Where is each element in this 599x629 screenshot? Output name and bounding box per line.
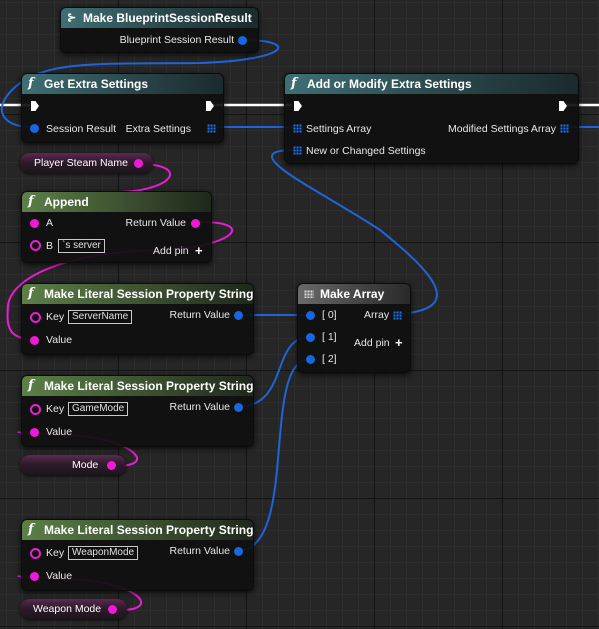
make-struct-icon: ⊱ (67, 11, 77, 24)
make-literal-session-property-string-node-2[interactable]: f Make Literal Session Property String K… (21, 375, 254, 447)
make-literal-session-property-string-node-1[interactable]: f Make Literal Session Property String K… (21, 283, 254, 355)
value-label: Value (46, 426, 73, 438)
node-header[interactable]: ⊱ Make BlueprintSessionResult (61, 8, 258, 28)
function-icon: f (28, 76, 34, 91)
modified-settings-array-label: Modified Settings Array (448, 123, 556, 135)
array-to-changed-wire (271, 149, 438, 315)
weapon-mode-variable[interactable]: Weapon Mode (20, 599, 127, 619)
index-2-label: [ 2] (322, 353, 337, 365)
session-result-wire (0, 39, 280, 129)
node-title: Append (44, 195, 89, 209)
value-pin[interactable] (30, 572, 39, 581)
function-icon: f (28, 194, 34, 209)
literal3-to-array-wire (236, 358, 311, 552)
return-value-label: Return Value (169, 309, 230, 321)
return-value-label: Return Value (169, 545, 230, 557)
function-icon: f (28, 522, 34, 537)
node-header[interactable]: f Add or Modify Extra Settings (285, 74, 578, 94)
make-array-node[interactable]: Make Array [ 0] Array [ 1] Add pin + [ 2… (297, 283, 411, 373)
value-pin[interactable] (30, 428, 39, 437)
key-label: Key (46, 311, 65, 323)
node-header[interactable]: f Append (22, 192, 211, 212)
return-value-label: Return Value (125, 217, 186, 229)
player-steam-name-variable[interactable]: Player Steam Name (20, 153, 153, 173)
return-value-pin[interactable] (234, 311, 243, 320)
plus-icon[interactable]: + (195, 243, 203, 258)
index-0-pin[interactable] (306, 311, 315, 320)
array-output-pin[interactable] (393, 311, 402, 320)
node-header[interactable]: Make Array (298, 284, 410, 304)
session-result-label: Session Result (46, 123, 117, 135)
append-node[interactable]: f Append A Return Value B `s server Add … (21, 191, 212, 263)
key-input[interactable]: GameMode (68, 402, 129, 416)
index-0-label: [ 0] (322, 309, 337, 321)
return-value-pin[interactable] (234, 403, 243, 412)
node-title: Make Array (320, 287, 385, 301)
add-pin-label[interactable]: Add pin (354, 337, 390, 349)
function-icon: f (291, 76, 297, 91)
return-value-pin[interactable] (234, 547, 243, 556)
make-literal-session-property-string-node-3[interactable]: f Make Literal Session Property String K… (21, 519, 254, 591)
key-input[interactable]: ServerName (68, 310, 133, 324)
node-title: Make Literal Session Property String (44, 379, 253, 393)
key-label: Key (46, 403, 65, 415)
key-pin[interactable] (30, 312, 41, 323)
add-or-modify-extra-settings-node[interactable]: f Add or Modify Extra Settings Settings … (284, 73, 579, 164)
key-pin[interactable] (30, 404, 41, 415)
mode-pin[interactable] (107, 461, 116, 470)
value-pin[interactable] (30, 336, 39, 345)
new-or-changed-settings-label: New or Changed Settings (306, 145, 426, 157)
node-title: Get Extra Settings (44, 77, 149, 91)
node-title: Make Literal Session Property String (44, 287, 253, 301)
make-blueprint-session-result-node[interactable]: ⊱ Make BlueprintSessionResult Blueprint … (60, 7, 259, 53)
node-header[interactable]: f Make Literal Session Property String (22, 284, 253, 304)
blueprint-session-result-pin[interactable] (238, 36, 247, 45)
index-1-pin[interactable] (306, 333, 315, 342)
key-input[interactable]: WeaponMode (68, 546, 139, 560)
function-icon: f (28, 378, 34, 393)
array-icon (304, 290, 314, 298)
variable-label: Weapon Mode (33, 603, 102, 615)
settings-array-pin[interactable] (293, 124, 302, 133)
key-pin[interactable] (30, 548, 41, 559)
variable-label: Mode (72, 459, 99, 471)
b-input[interactable]: `s server (58, 239, 105, 253)
key-label: Key (46, 547, 65, 559)
mode-variable[interactable]: Mode (20, 455, 126, 475)
extra-settings-label: Extra Settings (125, 123, 191, 135)
b-label: B (46, 240, 54, 252)
session-result-pin[interactable] (30, 124, 39, 133)
index-1-label: [ 1] (322, 331, 337, 343)
value-label: Value (46, 570, 73, 582)
value-label: Value (46, 334, 73, 346)
settings-array-label: Settings Array (306, 123, 372, 135)
node-title: Add or Modify Extra Settings (307, 77, 472, 91)
weapon-mode-pin[interactable] (108, 605, 117, 614)
node-header[interactable]: f Make Literal Session Property String (22, 520, 253, 540)
return-value-label: Return Value (169, 401, 230, 413)
a-pin[interactable] (30, 219, 39, 228)
node-header[interactable]: f Make Literal Session Property String (22, 376, 253, 396)
get-extra-settings-node[interactable]: f Get Extra Settings Session Result Extr… (21, 73, 224, 143)
variable-label: Player Steam Name (34, 157, 128, 169)
new-or-changed-settings-pin[interactable] (293, 146, 302, 155)
index-2-pin[interactable] (306, 355, 315, 364)
array-output-label: Array (364, 309, 390, 321)
function-icon: f (28, 286, 34, 301)
blueprint-session-result-pin-label: Blueprint Session Result (119, 34, 234, 46)
player-steam-name-pin[interactable] (134, 159, 143, 168)
array-icon[interactable] (207, 124, 216, 133)
a-label: A (46, 217, 54, 229)
modified-settings-array-pin[interactable] (560, 124, 569, 133)
node-header[interactable]: f Get Extra Settings (22, 74, 223, 94)
plus-icon[interactable]: + (395, 335, 403, 350)
node-title: Make Literal Session Property String (44, 523, 253, 537)
b-pin[interactable] (30, 240, 41, 251)
return-value-pin[interactable] (191, 219, 200, 228)
node-title: Make BlueprintSessionResult (83, 11, 252, 25)
add-pin-label[interactable]: Add pin (153, 245, 189, 257)
